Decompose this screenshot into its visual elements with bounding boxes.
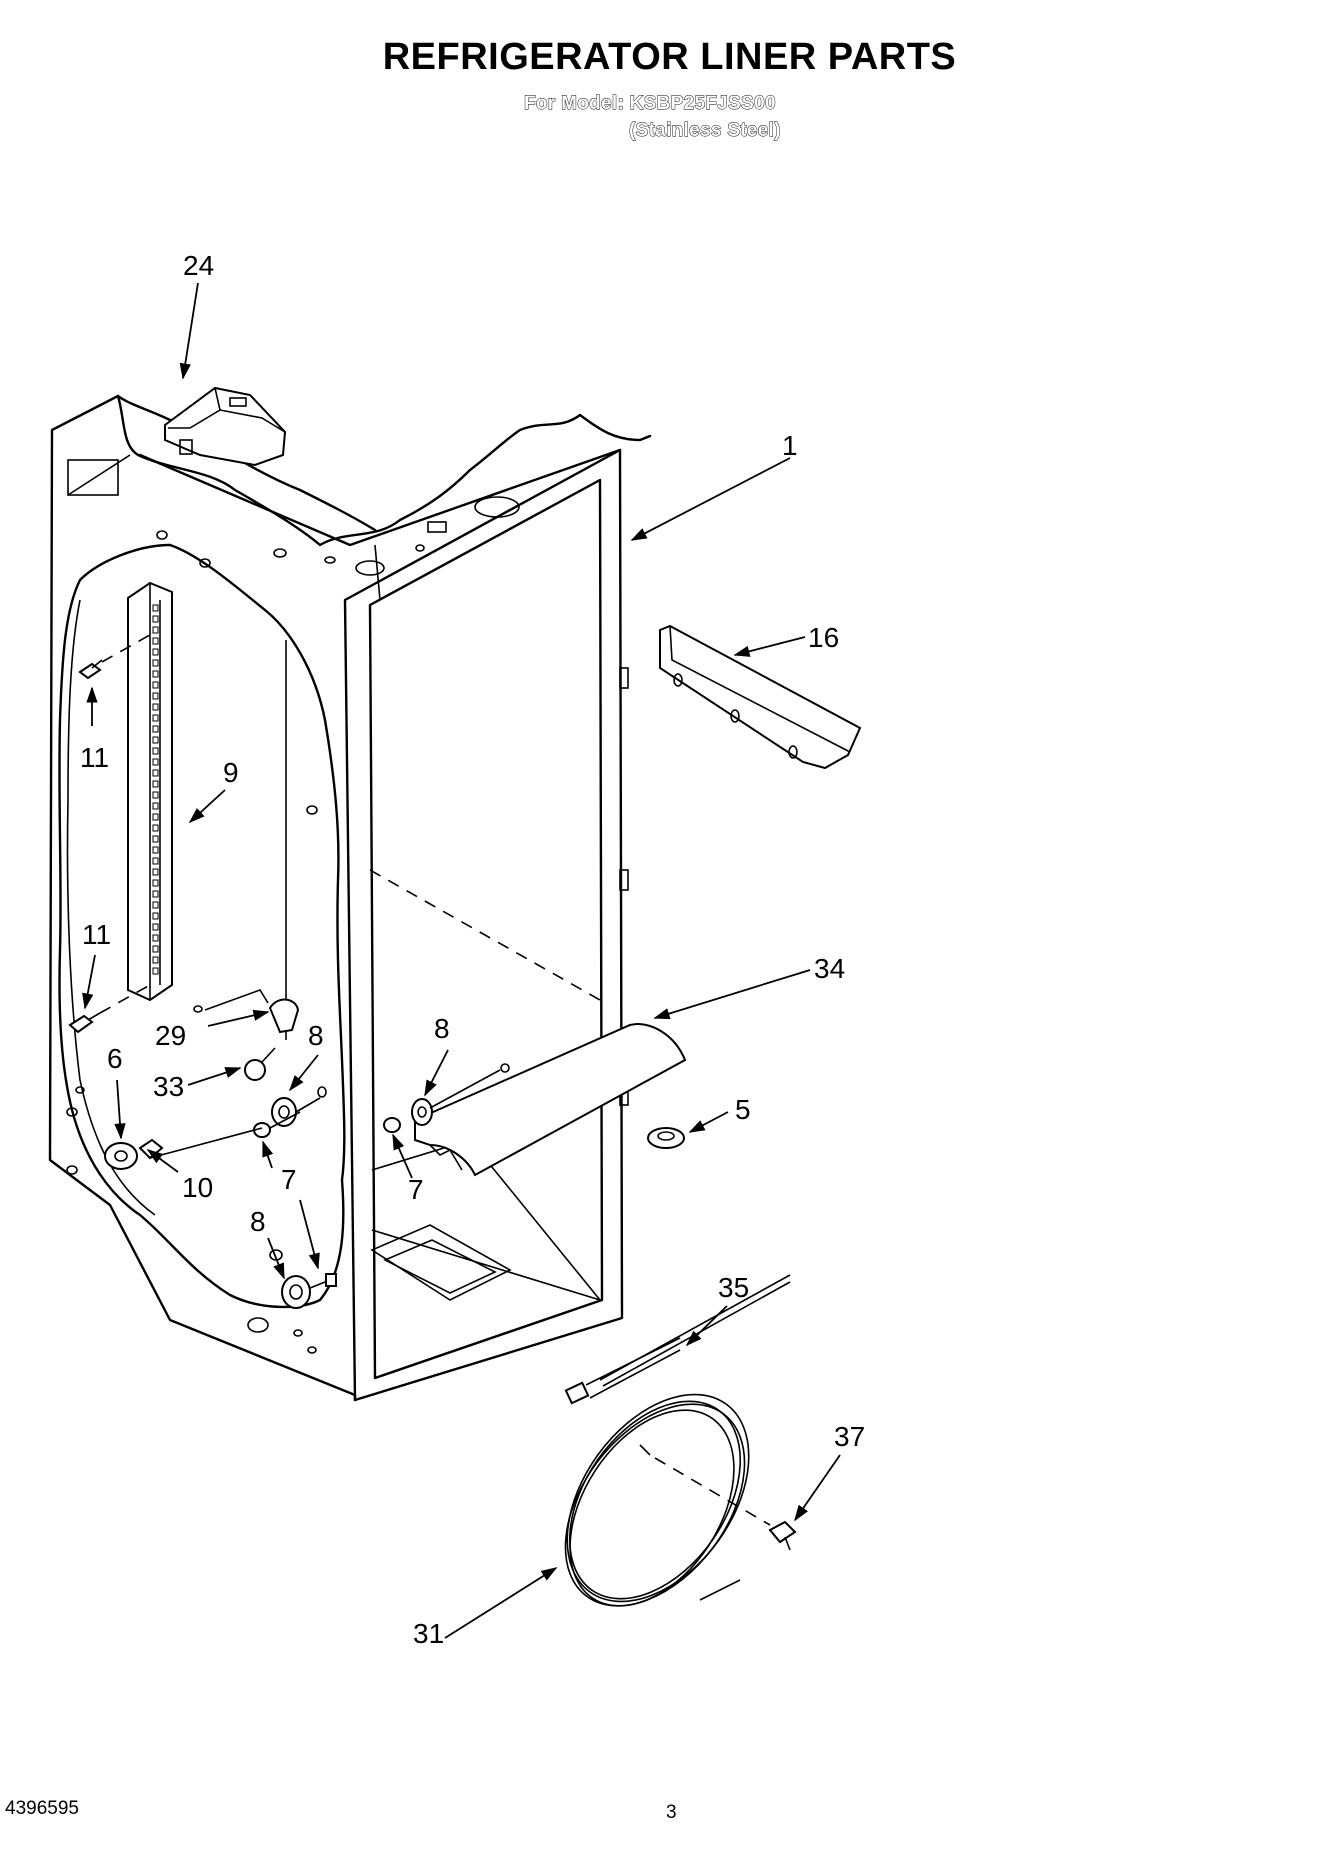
rail-slot xyxy=(152,846,159,854)
part-31-wire-harness xyxy=(564,1393,771,1607)
callout-24: 24 xyxy=(183,250,215,281)
callout-5: 5 xyxy=(735,1094,751,1125)
rail-slot xyxy=(152,934,159,942)
leader-arrow-6 xyxy=(114,1079,126,1140)
callout-31: 31 xyxy=(413,1618,445,1649)
rail-slot xyxy=(152,703,159,711)
leader-arrow-37 xyxy=(794,1454,841,1522)
variant-line: (Stainless Steel) xyxy=(629,120,781,142)
page-number: 3 xyxy=(666,1802,677,1823)
rail-slot xyxy=(152,923,159,931)
callout-16: 16 xyxy=(808,622,840,653)
rail-slot xyxy=(152,956,159,964)
callout-6: 6 xyxy=(107,1043,123,1074)
rail-slot xyxy=(152,670,159,678)
part-8-bushing-right xyxy=(411,1063,510,1126)
leader-arrow-11-bottom xyxy=(82,954,96,1010)
callout-10: 10 xyxy=(182,1172,214,1203)
callout-8-upper: 8 xyxy=(308,1020,324,1051)
rail-slot xyxy=(152,945,159,953)
rail-slot xyxy=(152,648,159,656)
part-24-control-housing xyxy=(164,386,287,467)
rail-slot xyxy=(152,637,159,645)
callout-11-top: 11 xyxy=(80,742,110,773)
leader-arrow-31 xyxy=(444,1567,558,1639)
callout-34: 34 xyxy=(814,953,846,984)
rail-slot xyxy=(152,857,159,865)
rail-slot xyxy=(152,868,159,876)
leader-arrow-24 xyxy=(179,282,199,380)
part-34-cover xyxy=(414,1023,687,1177)
rail-slot xyxy=(152,714,159,722)
leader-arrow-1 xyxy=(630,457,791,541)
callout-leaders xyxy=(82,282,841,1639)
leader-arrow-29 xyxy=(207,1009,270,1027)
callout-7-right: 7 xyxy=(408,1174,424,1205)
rail-slot xyxy=(152,692,159,700)
rail-slot xyxy=(152,604,159,612)
part-8-bushing-lower xyxy=(281,1273,337,1309)
rail-slot xyxy=(152,736,159,744)
leader-arrow-8-right xyxy=(424,1049,449,1097)
rail-slot xyxy=(152,879,159,887)
leader-arrow-7-right xyxy=(392,1133,413,1179)
leader-arrow-33 xyxy=(187,1067,242,1086)
callout-9: 9 xyxy=(223,757,239,788)
leader-arrow-35 xyxy=(685,1305,728,1347)
leader-arrow-16 xyxy=(733,636,806,657)
rail-slot xyxy=(152,769,159,777)
leader-arrow-8-lower xyxy=(267,1237,285,1280)
rail-slot xyxy=(152,890,159,898)
leader-arrow-8-upper xyxy=(288,1054,319,1092)
rail-slot xyxy=(152,758,159,766)
callout-8-lower: 8 xyxy=(250,1206,266,1237)
rail-slot xyxy=(152,813,159,821)
refrigerator-liner xyxy=(48,394,652,1402)
leader-arrow-10 xyxy=(146,1149,179,1173)
rail-slot xyxy=(152,967,159,975)
part-16-duct-cover xyxy=(659,624,862,770)
rail-slot xyxy=(152,901,159,909)
rail-slot xyxy=(152,791,159,799)
callout-37: 37 xyxy=(834,1421,866,1452)
rail-slot xyxy=(152,802,159,810)
callout-35: 35 xyxy=(718,1272,750,1303)
rail-slot xyxy=(152,824,159,832)
part-5-grommet xyxy=(647,1127,685,1149)
rail-slot xyxy=(152,681,159,689)
rail-slot xyxy=(152,626,159,634)
part-11-screw-top xyxy=(78,659,103,680)
leader-arrow-7-left-b xyxy=(299,1199,320,1270)
callout-11-bottom: 11 xyxy=(82,919,112,950)
page-title: REFRIGERATOR LINER PARTS xyxy=(382,36,957,78)
part-8-bushing-left xyxy=(271,1097,321,1127)
callout-7-left: 7 xyxy=(281,1164,297,1195)
rail-slot xyxy=(152,725,159,733)
rail-slot xyxy=(152,747,159,755)
rail-slot xyxy=(152,615,159,623)
part-9-shelf-rail xyxy=(127,581,173,1002)
document-number: 4396595 xyxy=(5,1798,79,1819)
callout-33: 33 xyxy=(153,1071,185,1102)
part-7-screw-right xyxy=(383,1117,401,1133)
part-37-screw xyxy=(768,1520,797,1551)
model-line: For Model: KSBP25FJSS00 xyxy=(524,93,776,115)
part-35-cable-tie xyxy=(564,1274,791,1405)
leader-arrow-7-left xyxy=(262,1140,274,1169)
callout-29: 29 xyxy=(155,1020,187,1051)
leader-arrow-34 xyxy=(653,969,811,1020)
part-11-screw-bottom xyxy=(68,1012,101,1034)
rail-slot xyxy=(152,912,159,920)
callout-8-right: 8 xyxy=(434,1013,450,1044)
leader-arrow-5 xyxy=(688,1111,729,1133)
leader-arrow-9 xyxy=(188,789,226,824)
callout-1: 1 xyxy=(782,430,798,461)
rail-slot xyxy=(152,835,159,843)
rail-slot xyxy=(152,780,159,788)
hardware-group xyxy=(68,631,510,1309)
rail-slot xyxy=(152,659,159,667)
